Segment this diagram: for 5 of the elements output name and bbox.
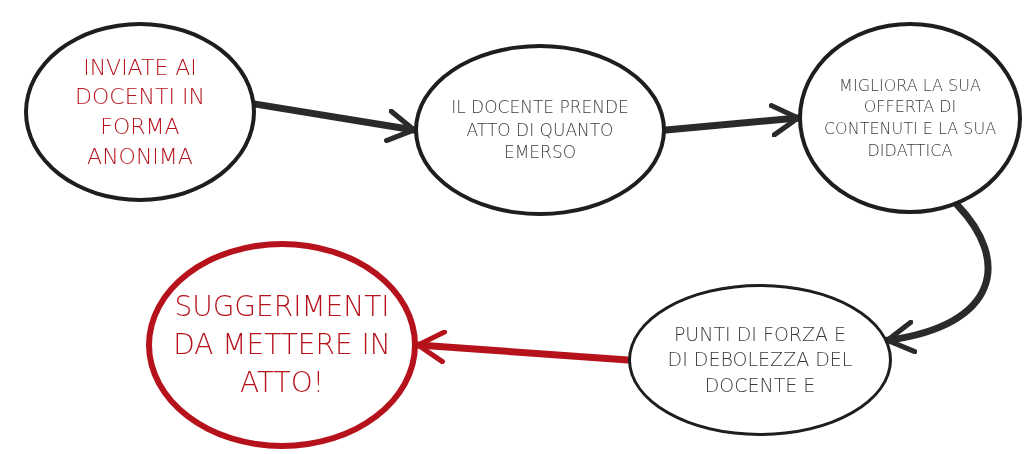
node-text: PUNTI DI FORZA E DI DEBOLEZZA DEL DOCENTE E bbox=[666, 321, 854, 398]
node-text: SUGGERIMENTI DA METTERE IN ATTO! bbox=[172, 289, 392, 401]
node-text: MIGLIORA LA SUA OFFERTA DI CONTENUTI E LA SUA DIDATTICA bbox=[822, 74, 998, 162]
node-text: INVIATE AI DOCENTI IN FORMA ANONIMA bbox=[74, 53, 206, 171]
node-text: IL DOCENTE PRENDE ATTO DI QUANTO EMERSO bbox=[450, 95, 630, 165]
